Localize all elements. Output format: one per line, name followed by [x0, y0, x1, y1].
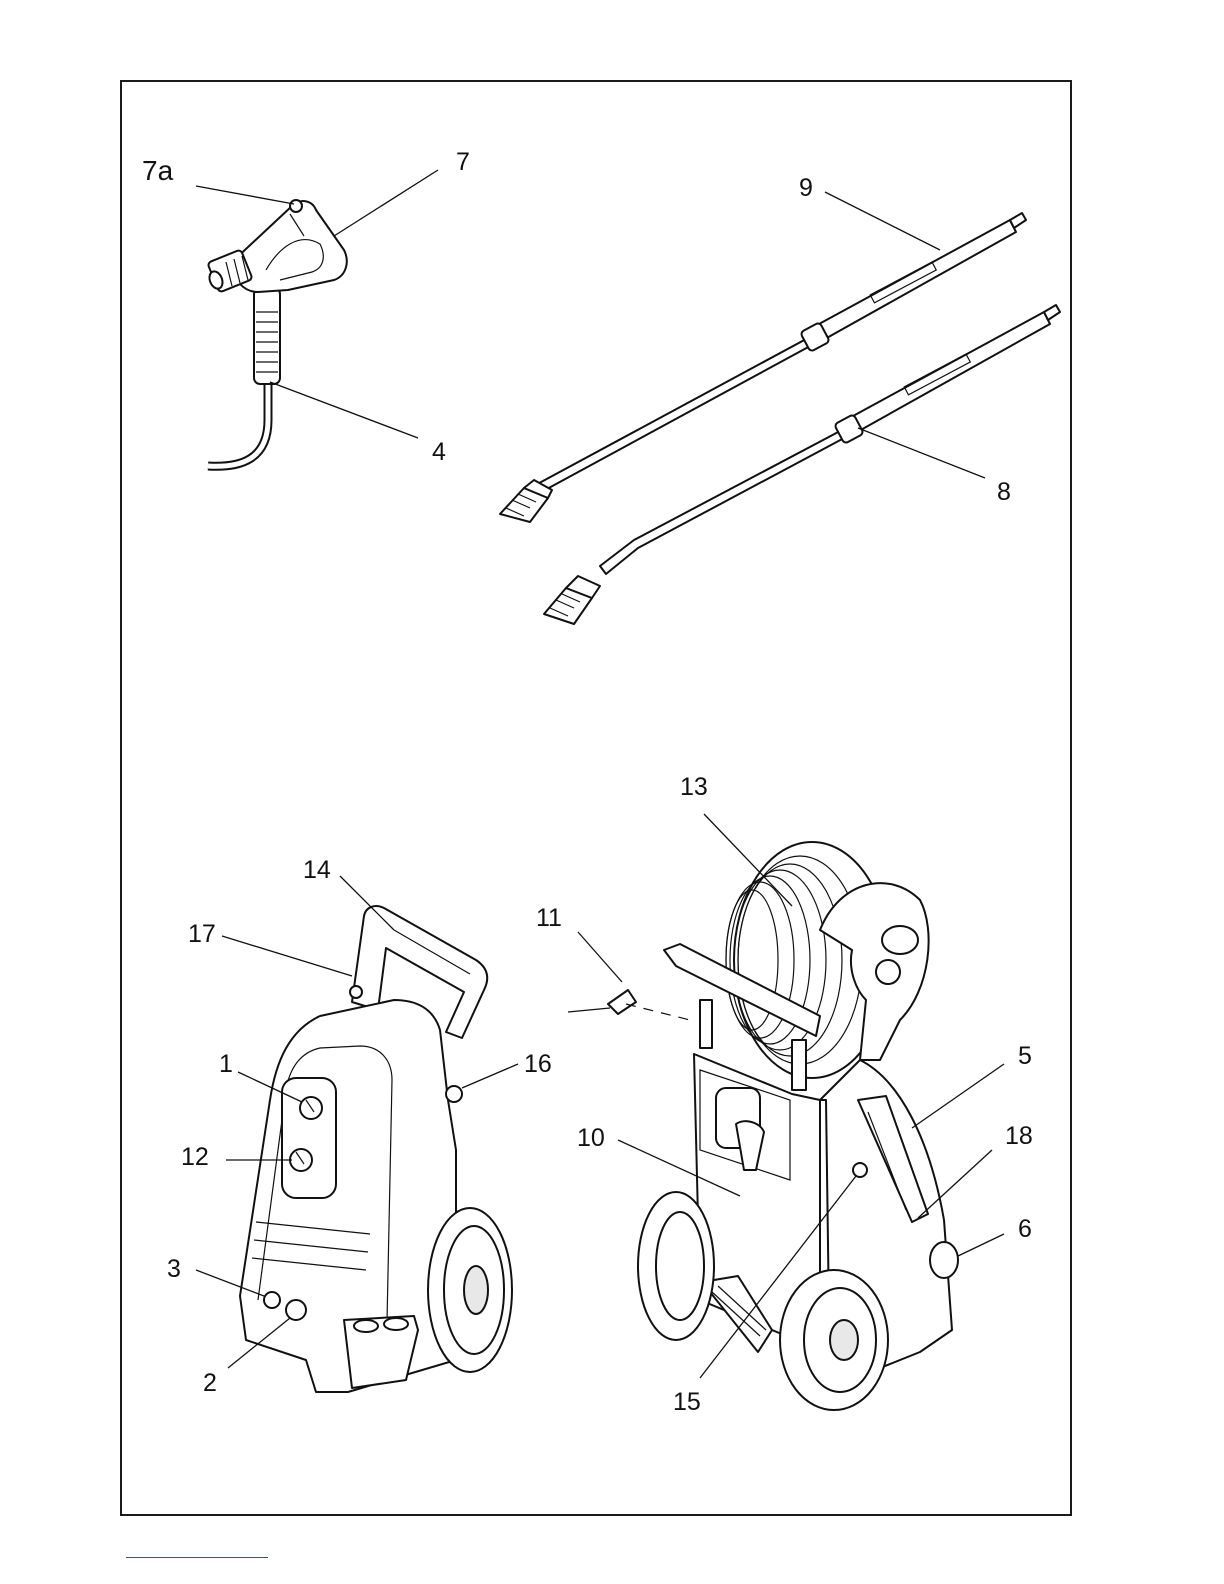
callout-8: 8: [997, 480, 1011, 505]
callout-9: 9: [799, 176, 813, 201]
spray-gun-illustration: [207, 200, 347, 466]
callout-2: 2: [203, 1371, 217, 1396]
callout-17: 17: [188, 922, 216, 947]
callout-10: 10: [577, 1126, 605, 1151]
callout-12: 12: [181, 1145, 209, 1170]
pressure-washer-front-illustration: [240, 906, 512, 1392]
callout-14: 14: [303, 858, 331, 883]
callout-6: 6: [1018, 1217, 1032, 1242]
lance-lower-illustration: [544, 305, 1060, 624]
callout-11: 11: [536, 906, 562, 931]
callout-13: 13: [680, 775, 708, 800]
callout-3: 3: [167, 1257, 181, 1282]
footer-rule: [126, 1557, 268, 1558]
callout-5: 5: [1018, 1044, 1032, 1069]
callout-7: 7: [456, 150, 470, 175]
callout-7a: 7a: [142, 157, 173, 185]
callout-15: 15: [673, 1390, 701, 1415]
pressure-washer-rear-illustration: [568, 842, 958, 1410]
callout-4: 4: [432, 440, 446, 465]
callout-18: 18: [1005, 1124, 1033, 1149]
callout-16: 16: [524, 1052, 552, 1077]
callout-1: 1: [219, 1052, 233, 1077]
